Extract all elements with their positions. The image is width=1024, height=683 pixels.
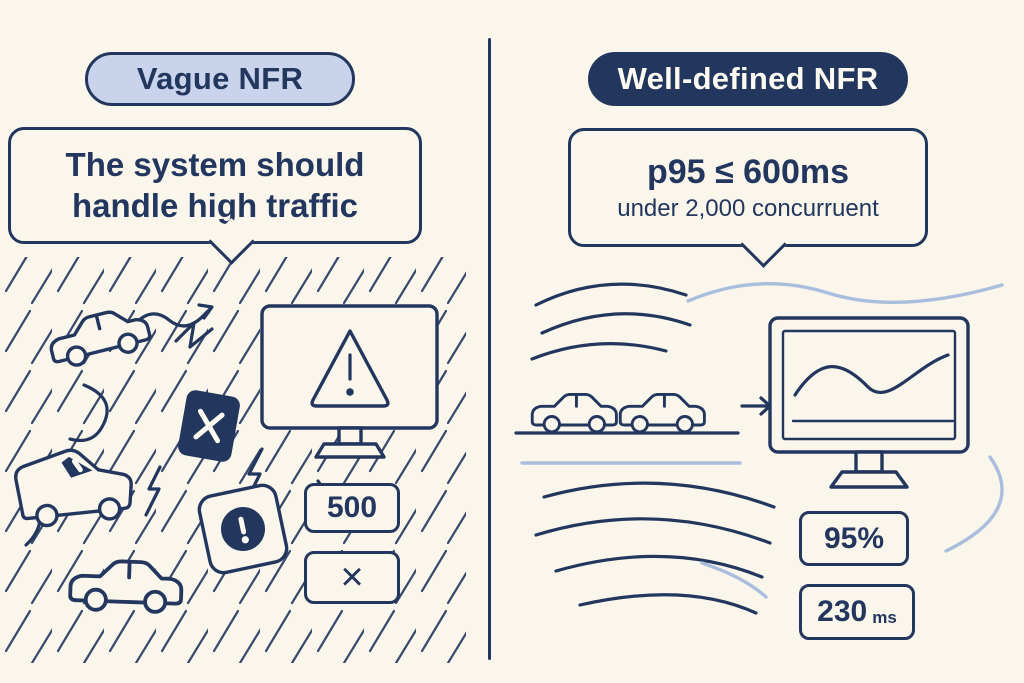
metrics-monitor-icon xyxy=(768,316,970,489)
vague-badge-label: Vague NFR xyxy=(136,61,304,96)
orderly-illustration xyxy=(514,282,1004,615)
vague-nfr-badge: Vague NFR xyxy=(85,52,355,106)
well-defined-speech-bubble: p95 ≤ 600ms under 2,000 concurruent xyxy=(568,128,928,247)
latency-metric-box: 230 ms xyxy=(799,584,915,640)
chaos-illustration xyxy=(2,257,466,663)
error-500-box: 500 xyxy=(304,483,400,533)
car-icon xyxy=(530,392,618,434)
car-icon xyxy=(618,392,706,434)
latency-unit: ms xyxy=(872,607,897,627)
x-badge-icon xyxy=(178,390,240,462)
van-icon xyxy=(14,448,133,528)
panel-divider xyxy=(488,38,491,660)
flow-curves xyxy=(530,282,1004,361)
latency-value: 230 xyxy=(817,595,868,628)
alert-badge-icon xyxy=(197,483,289,575)
well-defined-badge-label: Well-defined NFR xyxy=(617,61,879,96)
arrow-right-icon xyxy=(740,396,772,416)
traffic-row xyxy=(514,392,772,465)
well-defined-nfr-badge: Well-defined NFR xyxy=(588,52,908,106)
flow-curves-bottom xyxy=(534,455,1004,615)
p95-metric-text: p95 ≤ 600ms xyxy=(646,152,849,191)
vague-speech-bubble: The system should handle high traffic xyxy=(8,127,422,244)
error-500-label: 500 xyxy=(326,491,378,524)
availability-value: 95% xyxy=(823,521,885,555)
error-x-box: × xyxy=(304,551,400,604)
error-monitor-icon xyxy=(260,304,439,459)
availability-metric-box: 95% xyxy=(799,511,909,566)
x-mark-icon: × xyxy=(340,555,364,599)
concurrency-text: under 2,000 concurruent xyxy=(617,194,879,222)
vague-bubble-line2: handle high traffic xyxy=(71,186,358,224)
vague-bubble-line1: The system should xyxy=(65,146,365,184)
